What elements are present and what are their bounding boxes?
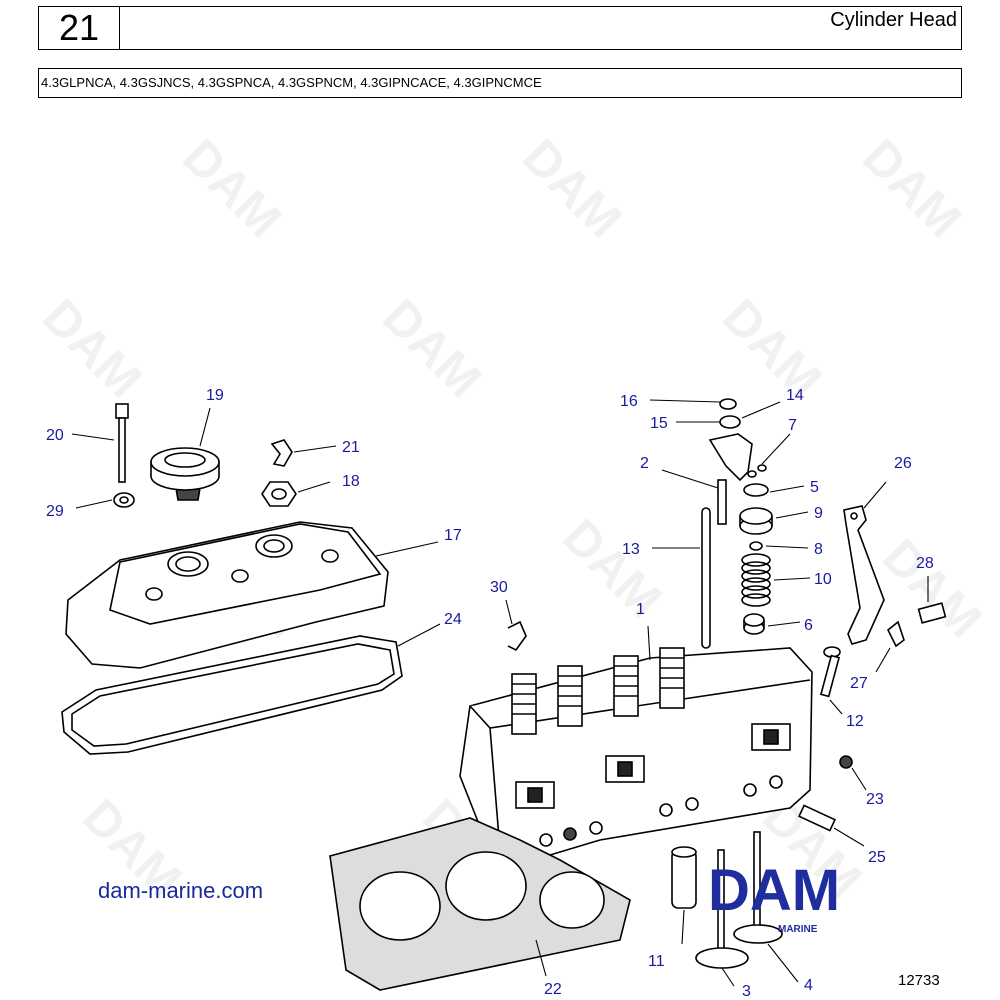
callout-17: 17 [444, 527, 462, 544]
watermark: DAM [32, 288, 152, 408]
callout-19: 19 [206, 387, 224, 404]
valve-spring [741, 553, 771, 607]
callout-20: 20 [46, 427, 64, 444]
callout-6: 6 [804, 617, 813, 634]
rocker-ball [719, 415, 741, 429]
grommet [113, 492, 135, 508]
callout-8: 8 [814, 541, 823, 558]
callout-27: 27 [850, 675, 868, 692]
wire-clip [507, 620, 527, 652]
exhaust-valve [733, 831, 783, 944]
cylinder-head [459, 647, 813, 865]
callout-14: 14 [786, 387, 804, 404]
callout-9: 9 [814, 505, 823, 522]
bolt-28 [917, 602, 947, 624]
temperature-sender [797, 804, 837, 832]
callout-2: 2 [640, 455, 649, 472]
brand-url: dam-marine.com [98, 878, 264, 903]
callout-29: 29 [46, 503, 64, 520]
oil-filler-cap [150, 447, 220, 501]
logo-subtext: MARINE [778, 924, 818, 935]
callout-5: 5 [810, 479, 819, 496]
head-gasket [329, 817, 631, 991]
callout-25: 25 [868, 849, 886, 866]
rocker-stud [717, 479, 727, 525]
callout-26: 26 [894, 455, 912, 472]
watermark: DAM [172, 128, 292, 248]
callout-30: 30 [490, 579, 508, 596]
page-header: 21 Cylinder Head [38, 6, 962, 50]
callout-labels: 1 2 3 4 5 6 7 8 9 10 11 12 13 14 15 16 1… [46, 387, 934, 1000]
head-bolt [819, 646, 841, 698]
callout-23: 23 [866, 791, 884, 808]
rocker-arm [708, 433, 753, 482]
dam-marine-logo: DAM MARINE [708, 858, 840, 935]
valve-rotator [739, 507, 773, 535]
callout-15: 15 [650, 415, 668, 432]
leader-lines [71, 399, 929, 987]
rocker-nut [719, 398, 737, 410]
model-list: 4.3GLPNCA, 4.3GSJNCS, 4.3GSPNCA, 4.3GSPN… [38, 68, 962, 98]
stud-bolt [115, 403, 129, 483]
page-title: Cylinder Head [830, 9, 957, 31]
callout-3: 3 [742, 983, 751, 1000]
logo-text: DAM [708, 858, 840, 923]
clip-fastener [886, 620, 905, 648]
watermark: DAM [712, 288, 832, 408]
pcv-elbow [270, 439, 293, 467]
callout-11: 11 [648, 953, 665, 970]
valve-cover-gasket [61, 635, 403, 755]
pushrod [701, 507, 711, 649]
callout-16: 16 [620, 393, 638, 410]
watermark: DAM [372, 288, 492, 408]
callout-13: 13 [622, 541, 640, 558]
lifting-bracket [843, 505, 885, 645]
callout-10: 10 [814, 571, 832, 588]
callout-12: 12 [846, 713, 864, 730]
watermark: DAM [552, 508, 672, 628]
valve-spring-cap [743, 483, 769, 497]
spring-shield [743, 613, 765, 635]
callout-18: 18 [342, 473, 360, 490]
seal-ring [749, 541, 763, 551]
callout-1: 1 [636, 601, 645, 618]
callout-7: 7 [788, 417, 797, 434]
valve-cover [65, 521, 389, 669]
reference-number: 12733 [898, 972, 940, 989]
callout-28: 28 [916, 555, 934, 572]
callout-4: 4 [804, 977, 813, 994]
valve-lifter [671, 846, 697, 909]
breather-grommet [261, 481, 297, 507]
watermark: DAM [852, 128, 972, 248]
watermark: DAM [512, 128, 632, 248]
plug-23 [839, 755, 853, 769]
callout-22: 22 [544, 981, 562, 998]
callout-24: 24 [444, 611, 462, 628]
callout-21: 21 [342, 439, 360, 456]
page-number: 21 [39, 7, 120, 49]
valve-keepers [747, 464, 767, 478]
